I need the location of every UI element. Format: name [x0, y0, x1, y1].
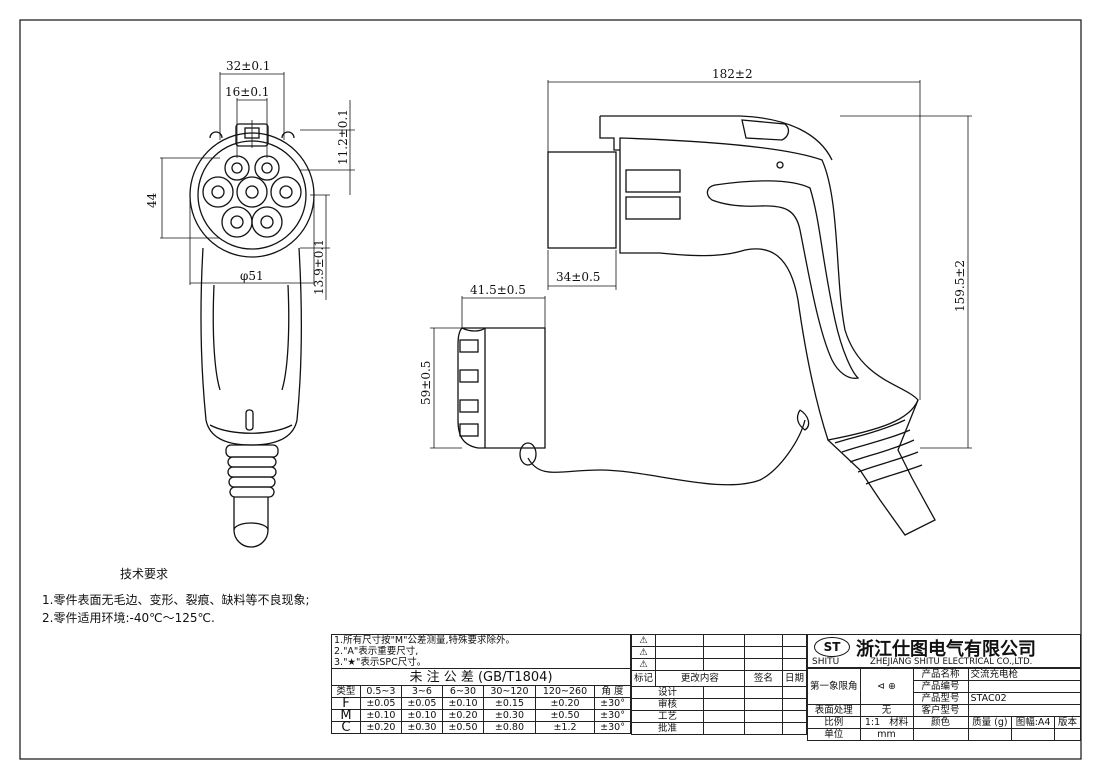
tol-cell: ±0.50: [441, 721, 484, 734]
tol-cell: ±30°: [594, 697, 631, 710]
product-model-label: 产品型号: [912, 692, 969, 705]
rev-header: 签名: [743, 670, 783, 687]
company-header: ST SHITU 浙江仕图电气有限公司 ZHEJIANG SHITU ELECT…: [807, 634, 1081, 668]
dim-cap-height: 59±0.5: [419, 361, 433, 405]
warning-icon: ⚠: [630, 658, 657, 671]
rev-header: 日期: [781, 670, 808, 687]
tol-header: 30~120: [482, 685, 536, 698]
tol-cell: ±0.10: [359, 709, 402, 722]
note-item: 2.零件适用环境:-40℃～125℃.: [42, 611, 215, 625]
tol-cell: ±0.20: [359, 721, 402, 734]
dim-cap-width: 41.5±0.5: [470, 283, 526, 297]
scale-label: 比例: [807, 716, 861, 729]
tol-cell: ±0.30: [482, 709, 536, 722]
tol-note: 3."★"表示SPC尺寸。: [331, 657, 631, 669]
tol-cell: ±30°: [594, 709, 631, 722]
tol-header: 角 度: [594, 685, 631, 698]
tol-cell: ±0.30: [400, 721, 443, 734]
approval-label: 工艺: [631, 710, 704, 723]
mass-label: 质量 (g): [967, 716, 1013, 729]
rev-header: 标记: [630, 670, 657, 687]
front-view: [189, 120, 315, 548]
tol-cell: ±0.10: [441, 697, 484, 710]
title-block: 1.所有尺寸按"M"公差测量,特殊要求除外。 2."A"表示重要尺寸, 3."★…: [331, 634, 1082, 759]
product-name: 交流充电枪: [967, 668, 1082, 681]
unit-label: 单位: [807, 728, 861, 741]
side-view: [527, 115, 936, 536]
rev-header: 更改内容: [655, 670, 745, 687]
scale-text: 1:1: [864, 717, 881, 728]
revision-table: ⚠ ⚠ ⚠ 标记 更改内容 签名 日期 设计 审核 工艺 批准: [630, 634, 808, 735]
product-name-label: 产品名称: [912, 668, 969, 681]
warning-icon: ⚠: [630, 634, 657, 647]
dim-bottom-offset: 13.9±0.1: [312, 239, 326, 295]
sheet-label: 图幅:A4: [1011, 716, 1056, 729]
dim-nose: 34±0.5: [556, 270, 600, 284]
tol-cell: ±0.05: [400, 697, 443, 710]
dim-pin-spacing-outer: 32±0.1: [226, 59, 270, 73]
tol-header: 3~6: [400, 685, 443, 698]
product-no-label: 产品编号: [912, 680, 969, 693]
tol-title: 未 注 公 差 (GB/T1804): [331, 668, 631, 686]
tol-cell: ±0.80: [482, 721, 536, 734]
approval-label: 审核: [631, 698, 704, 711]
warning-icon: ⚠: [630, 646, 657, 659]
surface-value: 无: [859, 704, 914, 717]
tol-cell: C: [331, 721, 361, 734]
unit-value: mm: [859, 728, 914, 741]
dim-pin-spacing-inner: 16±0.1: [225, 85, 269, 99]
projection-label: 第一象限角: [807, 668, 861, 705]
dim-side-length: 182±2: [712, 67, 753, 81]
product-table: 第一象限角 ⊲ ⊕ 产品名称 交流充电枪 产品编号 产品型号 STAC02 表面…: [807, 668, 1082, 741]
cap-view: [457, 327, 546, 466]
company-logo-icon: ST: [814, 637, 850, 657]
version-label: 版本: [1054, 716, 1081, 729]
tol-cell: ±0.05: [359, 697, 402, 710]
tol-header: 120~260: [534, 685, 596, 698]
dim-top-offset: 11.2±0.1: [336, 109, 350, 165]
tol-note: 1.所有尺寸按"M"公差测量,特殊要求除外。: [331, 634, 631, 646]
tol-header: 6~30: [441, 685, 484, 698]
surface-label: 表面处理: [807, 704, 861, 717]
company-name: 浙江仕图电气有限公司: [856, 639, 1036, 660]
note-item: 1.零件表面无毛边、变形、裂痕、缺料等不良现象;: [42, 593, 310, 607]
scale-value: 1:1 材料: [859, 716, 914, 729]
tol-cell: ±0.50: [534, 709, 596, 722]
tol-cell: ±0.10: [400, 709, 443, 722]
tol-header: 0.5~3: [359, 685, 402, 698]
approval-label: 设计: [631, 686, 704, 699]
brand-name: SHITU: [812, 657, 840, 667]
notes-title: 技术要求: [120, 567, 169, 581]
product-model: STAC02: [967, 692, 1082, 705]
tol-cell: ±0.15: [482, 697, 536, 710]
tol-note: 2."A"表示重要尺寸,: [331, 646, 631, 657]
tolerance-table: 1.所有尺寸按"M"公差测量,特殊要求除外。 2."A"表示重要尺寸, 3."★…: [331, 634, 631, 734]
dim-diameter: φ51: [240, 269, 264, 283]
dim-side-height: 159.5±2: [953, 260, 967, 312]
customer-model-label: 客户型号: [912, 704, 969, 717]
material-label: 材料: [889, 717, 909, 728]
tol-cell: ±0.20: [534, 697, 596, 710]
dim-front-height: 44: [145, 192, 159, 208]
approval-label: 批准: [631, 722, 704, 735]
tol-cell: ±0.20: [441, 709, 484, 722]
company-name-en: ZHEJIANG SHITU ELECTRICAL CO.,LTD.: [870, 657, 1033, 667]
color-label: 颜色: [912, 716, 969, 729]
projection-symbol-icon: ⊲ ⊕: [859, 668, 914, 705]
tol-cell: ±30°: [594, 721, 631, 734]
tol-cell: ±1.2: [534, 721, 596, 734]
